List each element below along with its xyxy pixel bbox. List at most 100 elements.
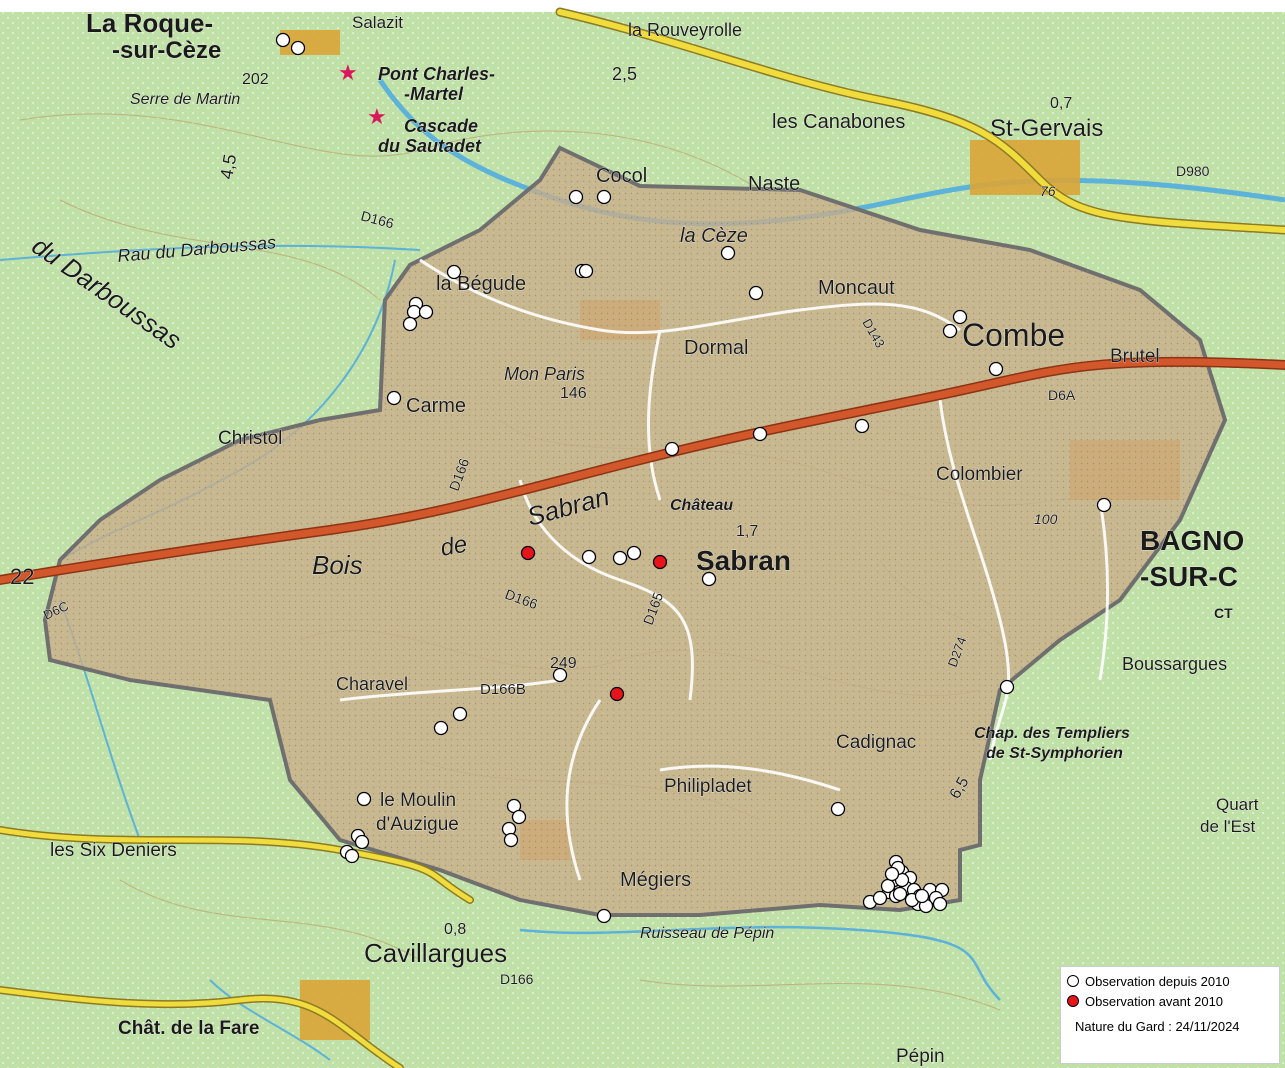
observation-marker-since-2010[interactable] <box>952 309 968 325</box>
legend-before-label: Observation avant 2010 <box>1085 993 1224 1009</box>
place-label-d980: D980 <box>1176 163 1210 179</box>
place-label-la-ceze: la Cèze <box>680 225 748 247</box>
observation-marker-since-2010[interactable] <box>914 888 930 904</box>
observation-marker-before-2010[interactable] <box>609 686 625 702</box>
place-label-st-symphorien: de St-Symphorien <box>986 745 1123 762</box>
place-label-christol: Christol <box>218 428 282 449</box>
observation-marker-since-2010[interactable] <box>942 323 958 339</box>
place-label-chat-de-la-fare: Chât. de la Fare <box>118 1018 260 1039</box>
place-label-la-rouveyrolle: la Rouveyrolle <box>628 20 742 40</box>
place-label-km-1-7: 1,7 <box>736 523 758 540</box>
place-label-les-six-deniers: les Six Deniers <box>50 840 177 861</box>
observation-marker-since-2010[interactable] <box>503 832 519 848</box>
observation-marker-since-2010[interactable] <box>402 316 418 332</box>
observation-marker-since-2010[interactable] <box>354 834 370 850</box>
place-label-carme: Carme <box>406 395 466 417</box>
observation-marker-since-2010[interactable] <box>854 418 870 434</box>
place-label-km-2-5: 2,5 <box>612 64 637 84</box>
observation-marker-since-2010[interactable] <box>1096 497 1112 513</box>
place-label-sabran-bold: Sabran <box>696 545 791 576</box>
white-circle-icon <box>1067 975 1079 987</box>
place-label-alt-146: 146 <box>560 385 587 402</box>
place-label-d166-e: D166 <box>500 971 534 987</box>
observation-marker-since-2010[interactable] <box>406 304 422 320</box>
poi-star-icons: ★ ★ <box>338 60 387 129</box>
place-label-sur-c: -SUR-C <box>1140 561 1238 592</box>
observation-marker-since-2010[interactable] <box>581 549 597 565</box>
observation-marker-since-2010[interactable] <box>999 679 1015 695</box>
observation-marker-since-2010[interactable] <box>446 264 462 280</box>
place-label-pepin: Pépin <box>896 1046 945 1067</box>
place-label-moncaut: Moncaut <box>818 277 895 299</box>
observation-marker-since-2010[interactable] <box>578 263 594 279</box>
place-label-chateau: Château <box>670 497 733 514</box>
place-label-km-4-5: 4,5 <box>216 153 240 181</box>
place-label-la-begude: la Bégude <box>436 273 526 295</box>
place-label-cavillargues: Cavillargues <box>364 938 507 968</box>
place-label-brutel: Brutel <box>1110 346 1160 367</box>
observations-before-2010 <box>520 545 668 702</box>
observation-marker-since-2010[interactable] <box>988 361 1004 377</box>
observation-marker-since-2010[interactable] <box>552 667 568 683</box>
observation-marker-since-2010[interactable] <box>596 189 612 205</box>
place-label-salazit: Salazit <box>352 13 403 32</box>
place-label-alt-249: 249 <box>550 655 577 672</box>
place-label-alt-202: 202 <box>242 71 269 88</box>
observation-marker-since-2010[interactable] <box>418 304 434 320</box>
place-label-combe: Combe <box>962 317 1065 353</box>
observation-marker-since-2010[interactable] <box>452 706 468 722</box>
observation-marker-since-2010[interactable] <box>290 40 306 56</box>
observation-marker-since-2010[interactable] <box>748 285 764 301</box>
legend-credit: Nature du Gard : 24/11/2024 <box>1075 1019 1240 1034</box>
place-label-mon-paris: Mon Paris <box>504 364 585 384</box>
place-label-de-lest: de l'Est <box>1200 817 1255 836</box>
place-label-colombier: Colombier <box>936 464 1023 485</box>
place-label-du-sautadet: du Sautadet <box>378 136 482 156</box>
observation-marker-since-2010[interactable] <box>752 426 768 442</box>
svg-text:★: ★ <box>338 60 358 85</box>
observation-marker-since-2010[interactable] <box>892 886 908 902</box>
observation-marker-since-2010[interactable] <box>386 390 402 406</box>
place-label-st-gervais: St-Gervais <box>990 115 1103 142</box>
observation-marker-since-2010[interactable] <box>932 896 948 912</box>
observation-marker-since-2010[interactable] <box>275 32 291 48</box>
observation-marker-before-2010[interactable] <box>652 554 668 570</box>
place-label-ruisseau-pepin: Ruisseau de Pépin <box>640 925 774 942</box>
observation-marker-since-2010[interactable] <box>596 908 612 924</box>
place-label-d6a: D6A <box>1048 387 1076 403</box>
observation-marker-since-2010[interactable] <box>720 245 736 261</box>
place-label-alt-76: 76 <box>1040 183 1056 199</box>
place-label-dormal: Dormal <box>684 337 748 359</box>
observation-marker-since-2010[interactable] <box>664 441 680 457</box>
legend-row-since-2010: Observation depuis 2010 <box>1067 971 1273 991</box>
observation-marker-since-2010[interactable] <box>884 866 900 882</box>
svg-text:★: ★ <box>367 104 387 129</box>
place-label-bagno: BAGNO <box>1140 525 1244 556</box>
map-frame-top <box>0 0 1285 12</box>
main-road-fill <box>0 358 1285 584</box>
observation-marker-since-2010[interactable] <box>872 890 888 906</box>
place-label-le-moulin: le Moulin <box>380 790 456 811</box>
observation-marker-since-2010[interactable] <box>612 550 628 566</box>
observation-marker-since-2010[interactable] <box>626 545 642 561</box>
observation-marker-since-2010[interactable] <box>511 809 527 825</box>
observation-marker-since-2010[interactable] <box>568 189 584 205</box>
observation-marker-since-2010[interactable] <box>356 791 372 807</box>
place-label-chap-templiers: Chap. des Templiers <box>974 725 1130 742</box>
observation-marker-before-2010[interactable] <box>520 545 536 561</box>
place-label-alt-100: 100 <box>1034 511 1058 527</box>
map-legend: Observation depuis 2010 Observation avan… <box>1060 966 1280 1064</box>
observation-marker-since-2010[interactable] <box>701 571 717 587</box>
minor-roads <box>339 258 1109 881</box>
place-label-les-canabones: les Canabones <box>772 111 905 133</box>
observation-marker-since-2010[interactable] <box>433 720 449 736</box>
observation-marker-since-2010[interactable] <box>830 801 846 817</box>
observation-marker-since-2010[interactable] <box>880 878 896 894</box>
place-label-n22: 22 <box>10 564 34 589</box>
place-label-km-0-8: 0,8 <box>444 921 466 938</box>
observation-marker-since-2010[interactable] <box>344 848 360 864</box>
legend-row-before-2010: Observation avant 2010 <box>1067 991 1273 1011</box>
place-label-cascade: Cascade <box>404 116 478 136</box>
place-label-megiers: Mégiers <box>620 869 691 891</box>
